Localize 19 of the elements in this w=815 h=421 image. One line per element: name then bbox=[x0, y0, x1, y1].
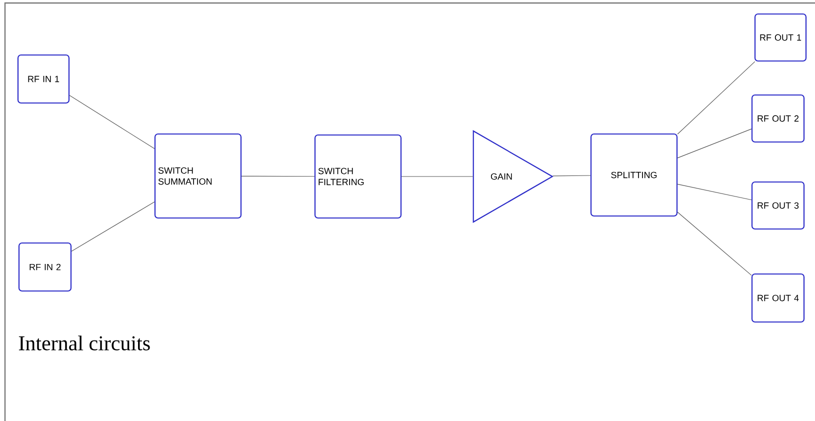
process-box: SPLITTING bbox=[590, 133, 678, 217]
caption-text: Internal circuits bbox=[18, 336, 150, 350]
connector-line bbox=[552, 175, 591, 176]
process-box: SWITCH SUMMATION bbox=[154, 133, 242, 219]
input-box: RF IN 1 bbox=[17, 54, 70, 104]
connector-line bbox=[677, 61, 756, 134]
output-box: RF OUT 2 bbox=[751, 94, 805, 143]
connector-line bbox=[69, 95, 155, 149]
connector-line bbox=[677, 212, 752, 276]
connector-line bbox=[677, 128, 752, 158]
output-box: RF OUT 3 bbox=[751, 181, 805, 230]
connector-line bbox=[677, 184, 752, 200]
connector-line bbox=[71, 202, 155, 252]
process-box: SWITCH FILTERING bbox=[314, 134, 402, 219]
output-box: RF OUT 1 bbox=[754, 13, 807, 62]
connector-line bbox=[401, 176, 474, 177]
input-box: RF IN 2 bbox=[18, 242, 72, 292]
connector-line bbox=[241, 176, 315, 177]
output-box: RF OUT 4 bbox=[751, 273, 805, 323]
